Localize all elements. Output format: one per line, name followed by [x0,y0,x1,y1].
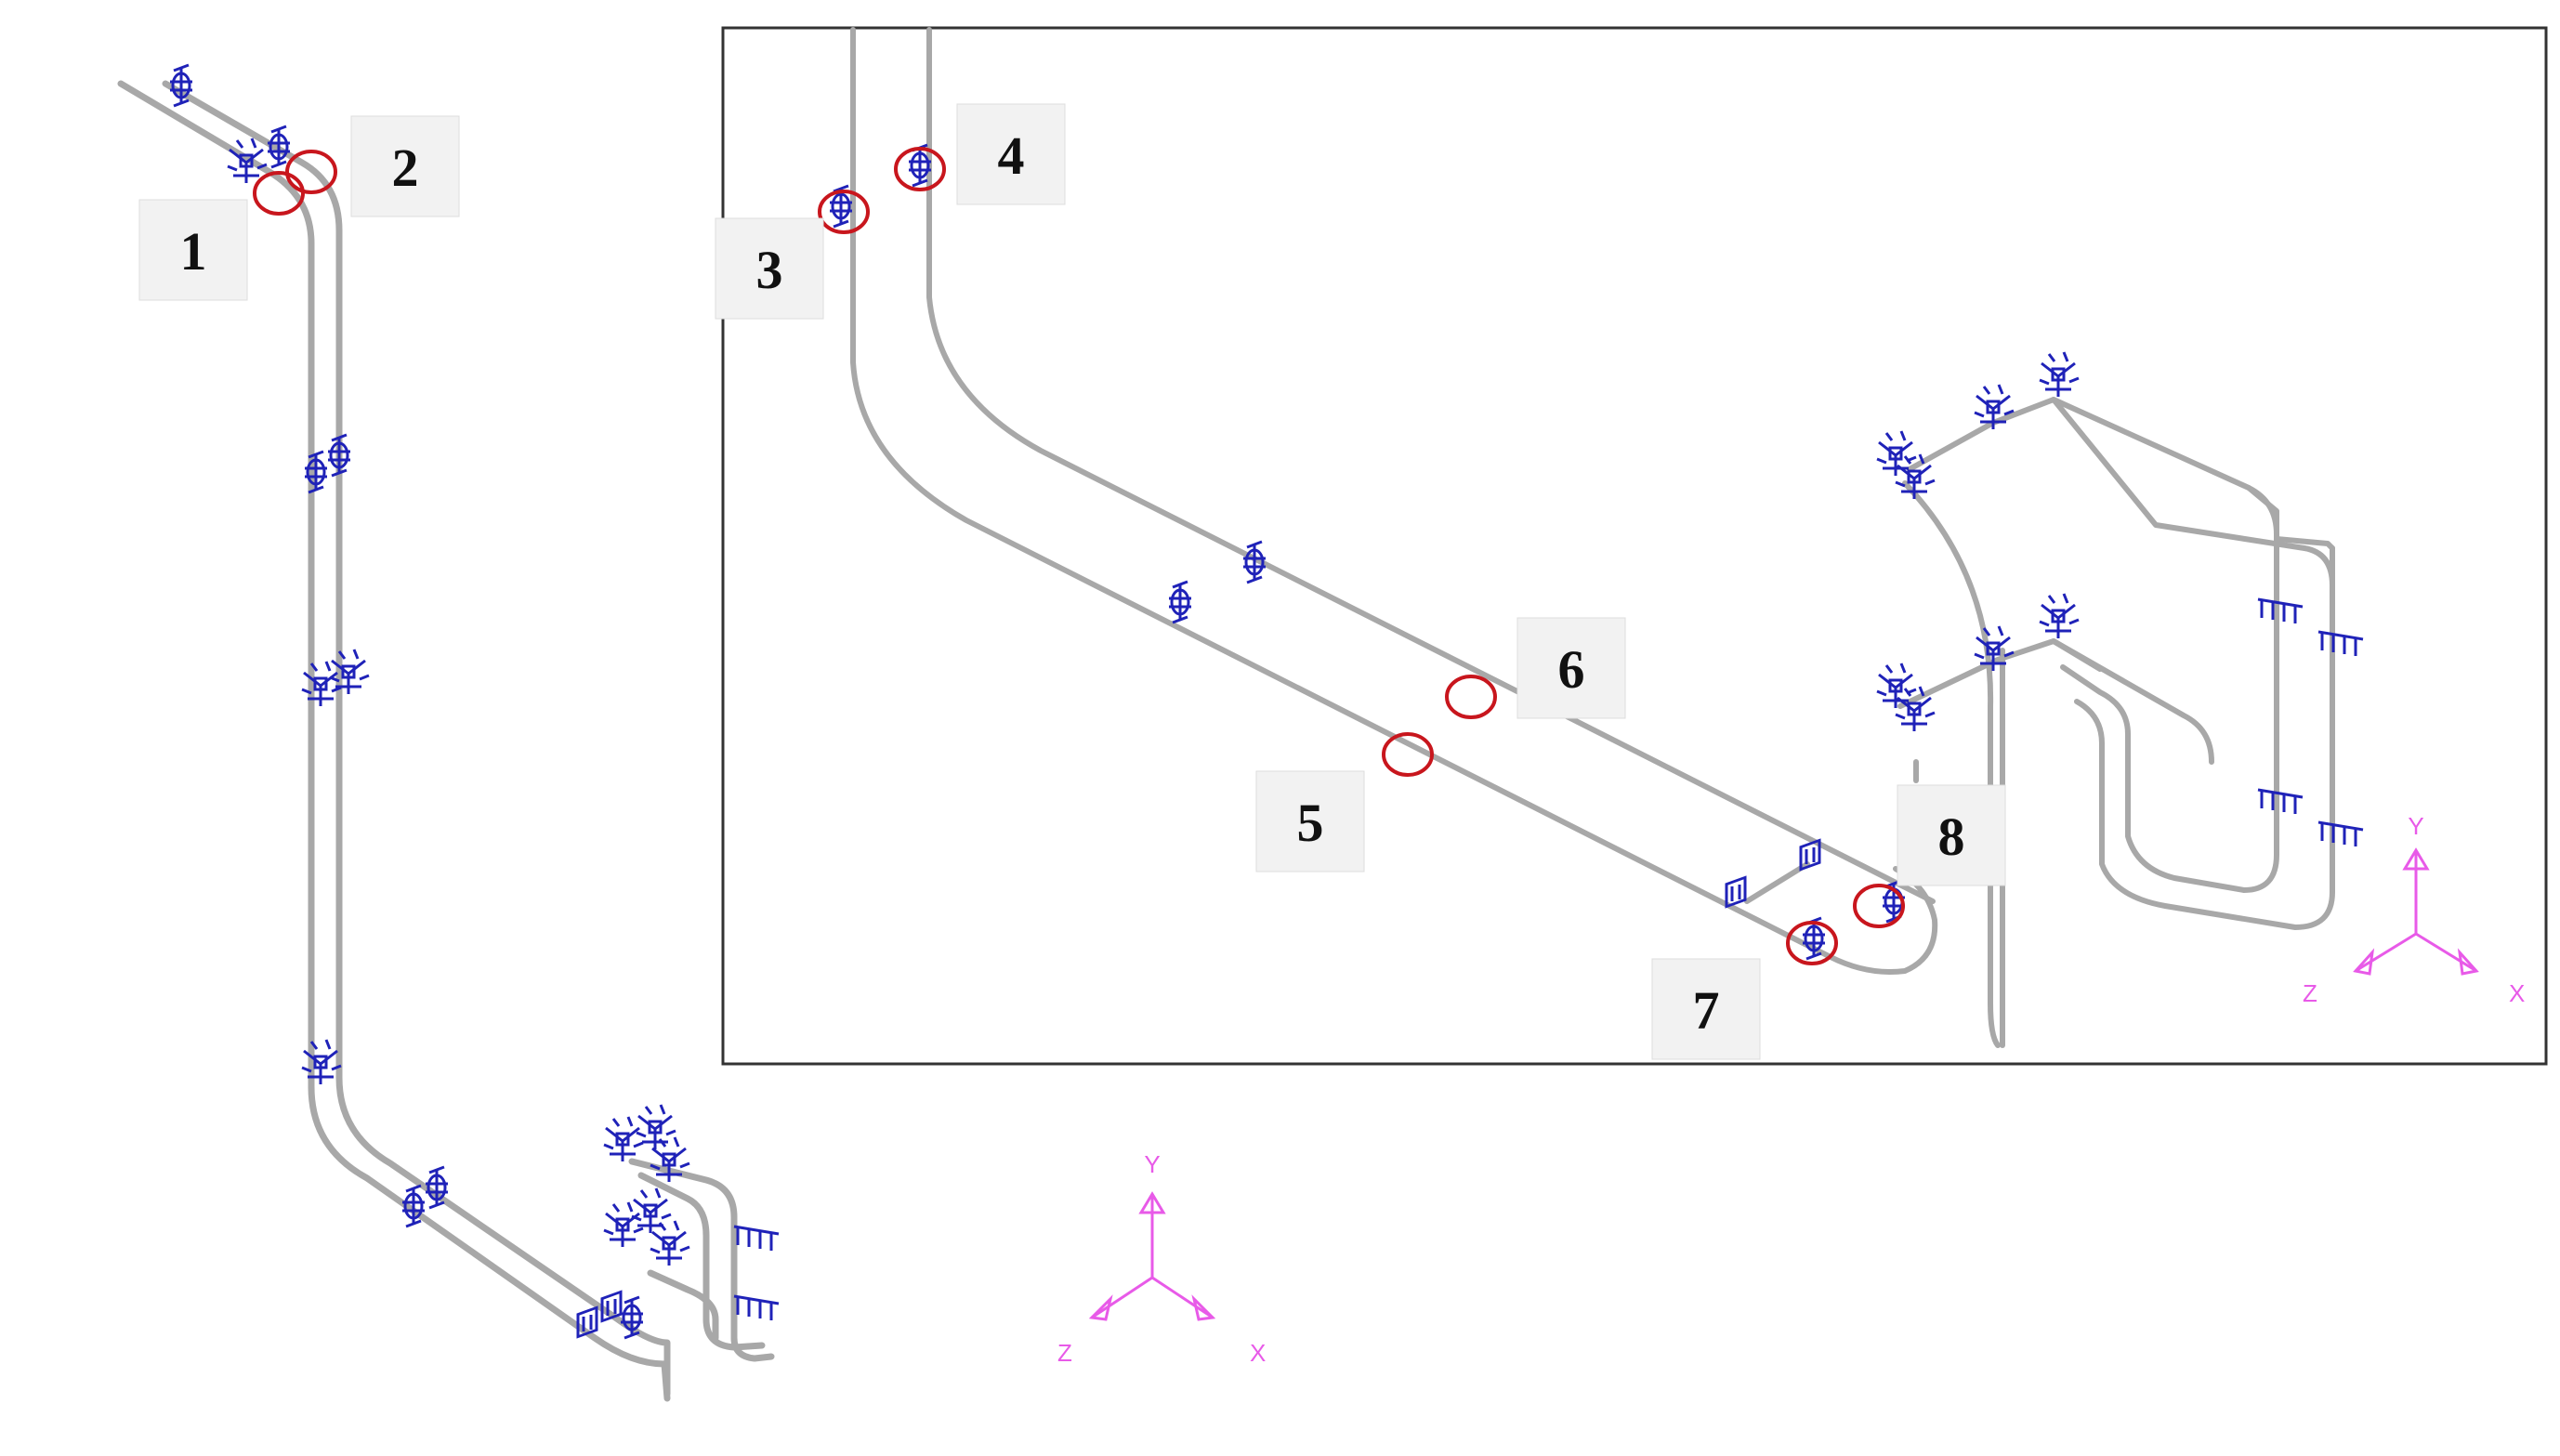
detail-view: 3 4 5 6 7 8 [715,26,2548,1066]
detail-axis-triad: Y X Z [2303,812,2525,1007]
overview-markers [253,150,337,216]
detail-callouts: 3 4 5 6 7 8 [715,103,2006,1060]
svg-text:Y: Y [2408,812,2423,840]
svg-text:1: 1 [180,221,207,282]
overview-axis-triad: Y X Z [1057,1150,1266,1367]
svg-text:8: 8 [1938,807,1965,867]
svg-text:X: X [1250,1339,1266,1367]
detail-pipe-run [850,27,2335,1048]
callout-3: 3 [715,217,824,320]
marker-circle-3 [818,190,870,234]
svg-text:Z: Z [2303,979,2317,1007]
svg-text:5: 5 [1297,793,1324,853]
callout-6: 6 [1516,617,1626,719]
svg-text:4: 4 [998,125,1025,186]
marker-circle-1 [253,171,305,216]
svg-text:2: 2 [392,138,419,198]
svg-text:Z: Z [1057,1339,1072,1367]
callout-5: 5 [1255,770,1365,872]
marker-circle-5 [1382,732,1434,777]
svg-text:7: 7 [1693,980,1720,1041]
svg-text:6: 6 [1558,639,1585,700]
callout-2: 2 [350,115,460,217]
marker-circle-8 [1853,884,1905,928]
svg-text:X: X [2509,979,2525,1007]
callout-8: 8 [1897,784,2006,886]
marker-circle-4 [894,147,946,191]
overview-supports [168,63,781,1340]
marker-circle-2 [285,150,337,194]
callout-1: 1 [138,199,248,301]
svg-text:3: 3 [756,240,783,300]
overview-isometric: 1 2 Y X Z [117,63,1266,1402]
overview-callouts: 1 2 [138,115,460,301]
marker-circle-6 [1445,675,1497,719]
detail-markers [818,147,1905,965]
marker-circle-7 [1786,921,1838,965]
callout-4: 4 [956,103,1066,205]
svg-text:Y: Y [1144,1150,1160,1178]
callout-7: 7 [1651,958,1761,1060]
